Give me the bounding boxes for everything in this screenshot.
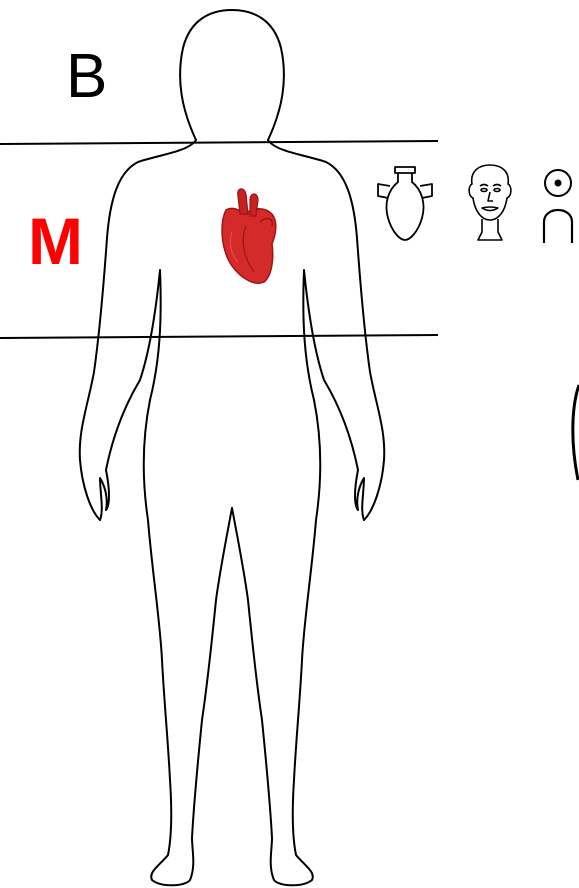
lower-boundary-line — [0, 335, 438, 338]
upper-boundary-line — [0, 141, 438, 144]
panel-label: B — [66, 46, 107, 108]
face-icon — [469, 165, 511, 240]
heart-icon — [222, 189, 276, 283]
region-label: M — [28, 208, 83, 274]
arch-icon — [544, 210, 572, 243]
vessel-jar-icon — [378, 167, 432, 240]
sun-dot-icon — [545, 170, 571, 196]
edge-arc-fragment — [573, 385, 579, 480]
